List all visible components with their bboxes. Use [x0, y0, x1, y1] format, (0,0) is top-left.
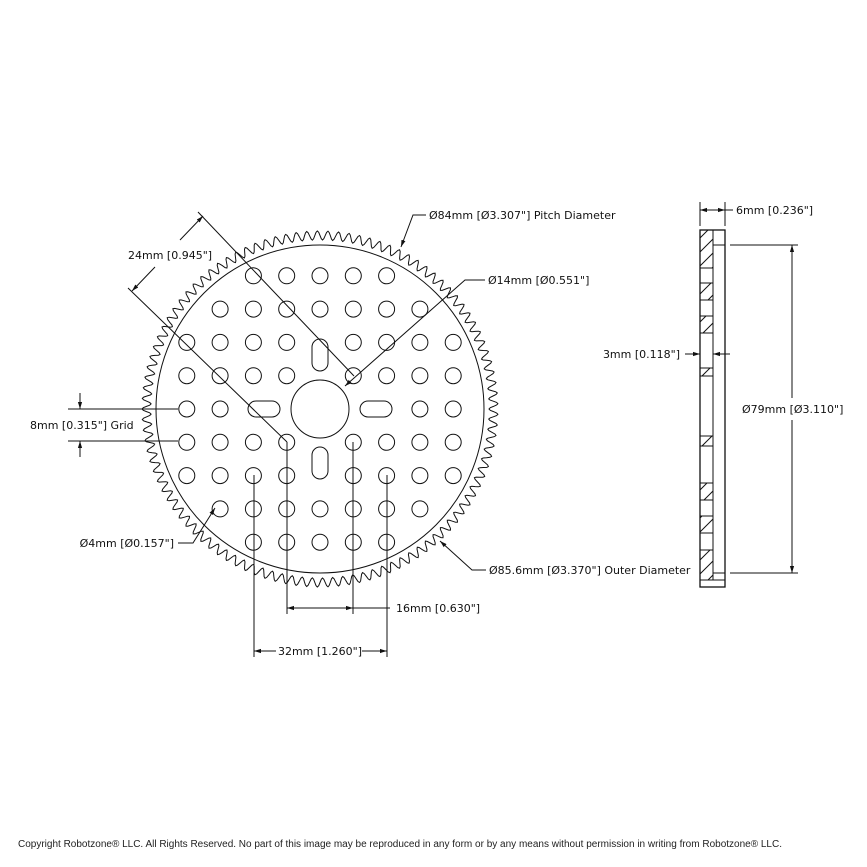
mounting-hole — [244, 533, 262, 551]
mounting-hole — [311, 533, 329, 551]
mounting-hole — [178, 400, 196, 418]
gear-front-view — [141, 230, 499, 588]
section-hatch — [699, 482, 714, 501]
mounting-hole — [378, 367, 396, 385]
mounting-hole — [211, 300, 229, 318]
section-hatch — [699, 367, 714, 377]
mounting-hole — [344, 367, 362, 385]
hole-spacing-small-label: 16mm [0.630"] — [396, 602, 480, 615]
mounting-hole — [411, 300, 429, 318]
hub-bore-label: Ø14mm [Ø0.551"] — [488, 274, 589, 287]
mounting-hole — [311, 500, 329, 518]
mounting-hole — [244, 500, 262, 518]
mounting-hole — [211, 400, 229, 418]
gear-side-view — [699, 229, 726, 588]
mounting-hole — [244, 267, 262, 285]
mounting-hole — [178, 467, 196, 485]
mounting-hole — [411, 367, 429, 385]
mounting-hole — [244, 300, 262, 318]
hole-diameter-label: Ø4mm [Ø0.157"] — [80, 537, 174, 550]
outer-diameter-label: Ø85.6mm [Ø3.370"] Outer Diameter — [489, 564, 691, 577]
section-hatch — [699, 282, 714, 301]
mounting-hole — [444, 333, 462, 351]
mounting-hole — [278, 267, 296, 285]
mounting-hole — [411, 433, 429, 451]
mounting-hole — [278, 333, 296, 351]
dimension-inner-diameter: Ø79mm [Ø3.110"] — [730, 244, 843, 574]
mounting-hole — [411, 333, 429, 351]
mounting-hole — [278, 367, 296, 385]
mounting-hole — [378, 333, 396, 351]
slot-top — [311, 338, 329, 372]
mounting-hole — [444, 400, 462, 418]
thickness-label: 6mm [0.236"] — [736, 204, 813, 217]
web-thickness-label: 3mm [0.118"] — [603, 348, 680, 361]
dimension-hole-diameter: Ø4mm [Ø0.157"] — [80, 507, 216, 550]
slot-right — [359, 400, 393, 418]
mounting-hole — [244, 433, 262, 451]
dimension-hub-bore: Ø14mm [Ø0.551"] — [344, 274, 589, 387]
mounting-hole — [178, 333, 196, 351]
mounting-hole — [178, 367, 196, 385]
section-hatch — [699, 515, 714, 534]
mounting-hole — [411, 467, 429, 485]
dimension-grid-spacing: 8mm [0.315"] Grid — [30, 393, 178, 457]
diagonal-spacing-label: 24mm [0.945"] — [128, 249, 212, 262]
mounting-hole — [311, 267, 329, 285]
slot-bottom — [311, 446, 329, 480]
dimension-hole-spacing-large: 32mm [1.260"] — [253, 475, 388, 658]
inner-diameter-label: Ø79mm [Ø3.110"] — [742, 403, 843, 416]
dimension-web-thickness: 3mm [0.118"] — [603, 348, 730, 361]
grid-spacing-label: 8mm [0.315"] Grid — [30, 419, 134, 432]
pitch-diameter-label: Ø84mm [Ø3.307"] Pitch Diameter — [429, 209, 616, 222]
mounting-hole — [444, 433, 462, 451]
hub-bore — [290, 379, 350, 439]
mounting-hole — [211, 333, 229, 351]
slot-left — [247, 400, 281, 418]
section-hatch — [699, 549, 714, 581]
mounting-hole — [378, 300, 396, 318]
mounting-hole — [211, 433, 229, 451]
hole-spacing-large-label: 32mm [1.260"] — [278, 645, 362, 658]
mounting-hole — [244, 333, 262, 351]
mounting-hole — [244, 467, 262, 485]
mounting-hole — [244, 367, 262, 385]
dimension-outer-diameter: Ø85.6mm [Ø3.370"] Outer Diameter — [439, 540, 691, 577]
mounting-hole — [344, 333, 362, 351]
mounting-hole — [211, 467, 229, 485]
gear-teeth — [141, 230, 499, 588]
mounting-hole — [444, 467, 462, 485]
dimension-thickness: 6mm [0.236"] — [699, 202, 813, 226]
mounting-hole — [411, 500, 429, 518]
dimension-hole-spacing-small: 16mm [0.630"] — [286, 442, 480, 615]
section-hatch — [699, 435, 714, 447]
hole-pattern — [178, 267, 462, 551]
mounting-hole — [344, 267, 362, 285]
mounting-hole — [378, 267, 396, 285]
dimension-pitch-diameter: Ø84mm [Ø3.307"] Pitch Diameter — [400, 209, 616, 248]
mounting-hole — [344, 300, 362, 318]
dimension-diagonal-spacing: 24mm [0.945"] — [127, 211, 355, 443]
copyright-footer: Copyright Robotzone® LLC. All Rights Res… — [18, 839, 782, 850]
mounting-hole — [411, 400, 429, 418]
mounting-hole — [211, 367, 229, 385]
section-hatch — [699, 315, 714, 334]
mounting-hole — [278, 300, 296, 318]
mounting-hole — [311, 300, 329, 318]
section-hatch — [699, 229, 714, 269]
mounting-hole — [378, 433, 396, 451]
mounting-hole — [444, 367, 462, 385]
mounting-hole — [178, 433, 196, 451]
